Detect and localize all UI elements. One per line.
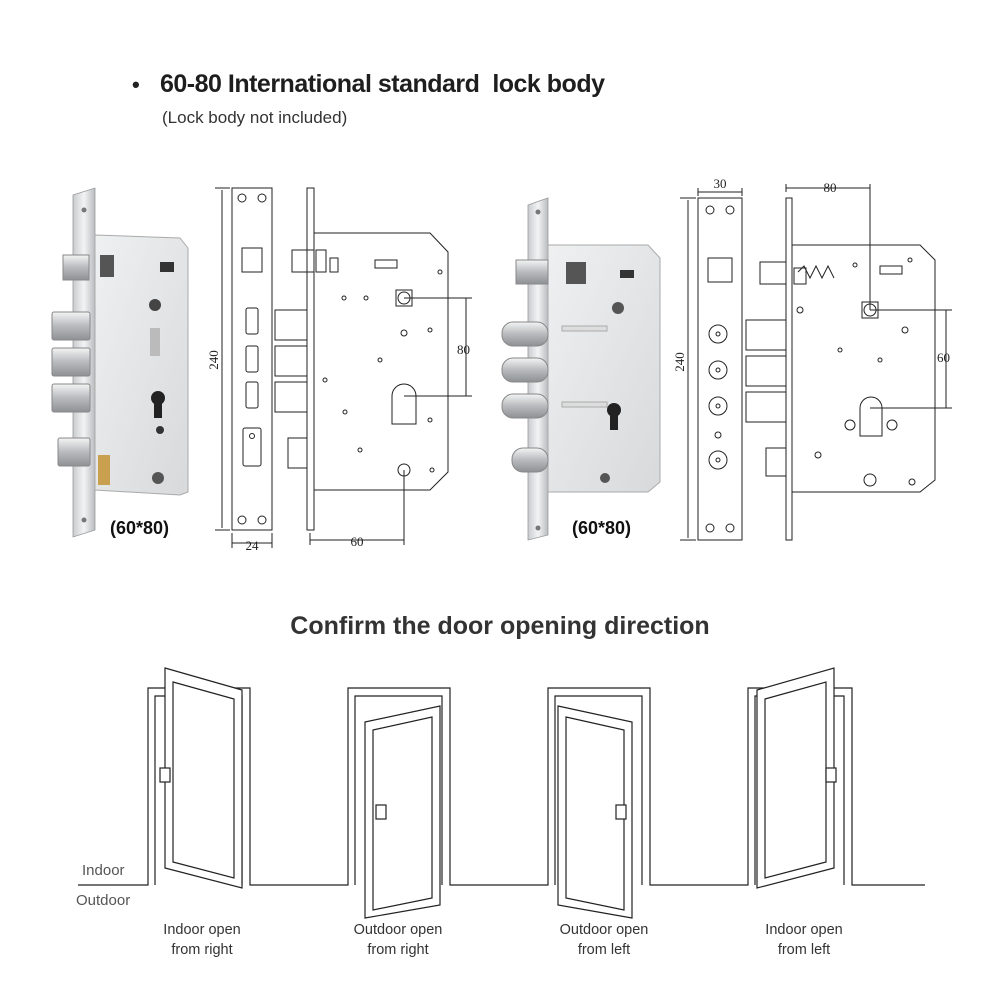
- case-drawing-left: [274, 187, 472, 545]
- top-dim-right: 80: [824, 180, 837, 195]
- door-caption: Indoor open from left: [729, 920, 879, 960]
- center-distance-dim-right: 60: [937, 350, 950, 365]
- faceplate-width-dim-left: 24: [246, 538, 260, 553]
- height-dim-right: 240: [672, 352, 687, 372]
- backset-dim-left: 60: [351, 534, 364, 549]
- door-caption-line2: from right: [171, 942, 233, 958]
- door-caption: Outdoor open from left: [529, 920, 679, 960]
- door-frames: [154, 695, 845, 885]
- door-caption-line1: Outdoor open: [559, 922, 649, 938]
- page-title: 60-80 International standard lock body: [160, 70, 605, 98]
- bullet-point: •: [132, 72, 140, 97]
- faceplate-drawing-left: [215, 187, 273, 548]
- door-caption-line1: Indoor open: [765, 922, 843, 938]
- door-caption: Outdoor open from right: [323, 920, 473, 960]
- page-subtitle: (Lock body not included): [162, 108, 348, 127]
- outdoor-label: Outdoor: [76, 892, 131, 909]
- indoor-label: Indoor: [82, 862, 125, 879]
- lock-body-photo-right: [501, 197, 661, 541]
- door-caption-line2: from right: [367, 942, 429, 958]
- height-dim-left: 240: [206, 350, 221, 370]
- door-caption-line1: Outdoor open: [353, 922, 443, 938]
- lock-body-photo-left: [51, 187, 189, 538]
- door-indoor-open-from-right: [159, 667, 243, 889]
- door-caption-line1: Indoor open: [163, 922, 241, 938]
- door-outdoor-open-from-right: [364, 705, 441, 919]
- center-distance-dim-left: 80: [457, 342, 470, 357]
- case-drawing-right: [745, 184, 952, 541]
- door-caption-line2: from left: [777, 942, 831, 958]
- section-heading: Confirm the door opening direction: [290, 612, 710, 640]
- door-indoor-open-from-left: [756, 667, 837, 889]
- faceplate-width-dim-right: 30: [714, 176, 727, 191]
- model-label-left: (60*80): [110, 518, 170, 538]
- model-label-right: (60*80): [572, 518, 632, 538]
- door-caption: Indoor open from right: [127, 920, 277, 960]
- faceplate-drawing-right: [680, 188, 743, 541]
- door-outdoor-open-from-left: [557, 705, 633, 919]
- door-caption-line2: from left: [577, 942, 631, 958]
